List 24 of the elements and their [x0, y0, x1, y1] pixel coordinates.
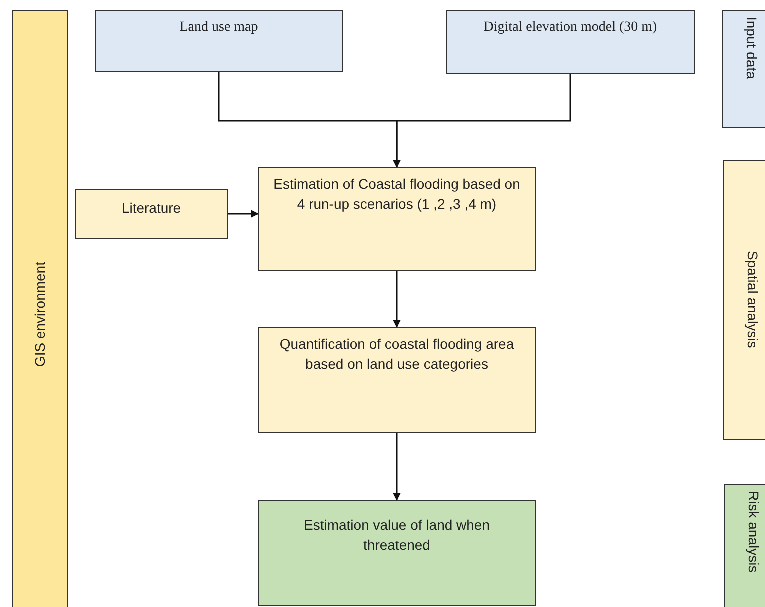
- box-label: Land use map: [180, 19, 258, 37]
- box-label: Estimation value of land when threatened: [303, 516, 491, 556]
- arrow: [393, 271, 401, 328]
- stage-band: [722, 10, 765, 128]
- process-box: [258, 327, 536, 433]
- process-box: [258, 500, 536, 606]
- arrow: [393, 74, 572, 168]
- process-box: [258, 167, 536, 271]
- process-box: [446, 10, 695, 74]
- stage-label: Risk analysis: [745, 491, 764, 573]
- stage-label: Spatial analysis: [744, 251, 762, 349]
- box-label: Literature: [122, 199, 182, 218]
- stage-band: [724, 484, 765, 607]
- stage-band: [723, 160, 765, 440]
- box-label: Estimation of Coastal flooding based on 4 run-up scenarios (1 ,2 ,3 ,4 m): [272, 175, 522, 214]
- arrow: [393, 433, 401, 501]
- process-box: [75, 189, 228, 239]
- arrow: [228, 210, 259, 218]
- stage-label: Input data: [743, 17, 762, 80]
- box-label: Quantification of coastal flooding area based on land use categories: [278, 335, 516, 374]
- box-label: Digital elevation model (30 m): [484, 19, 658, 37]
- stage-band: [12, 10, 68, 607]
- process-box: [95, 10, 343, 72]
- stage-label: GIS environment: [30, 262, 49, 368]
